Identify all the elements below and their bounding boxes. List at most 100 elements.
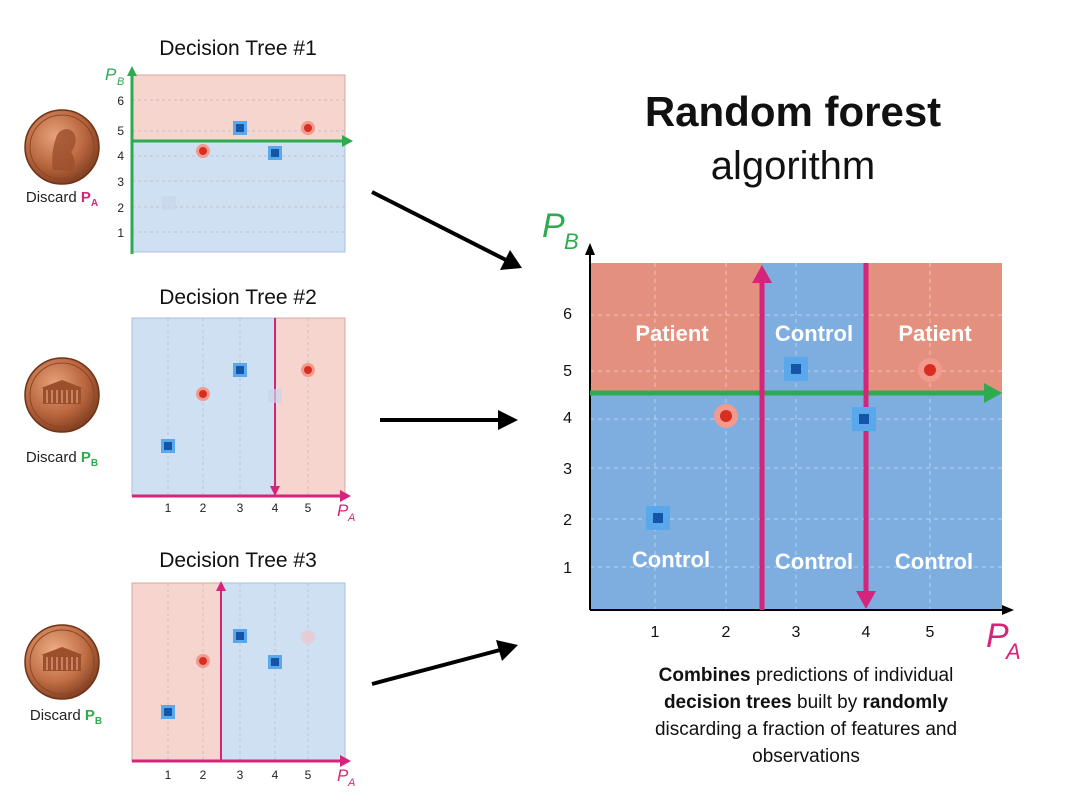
- split-arrowhead-magenta: [856, 591, 876, 609]
- y-axis-label: P: [105, 65, 117, 84]
- discard-text: Discard: [25, 449, 81, 466]
- tree-1-plot: P B 1 2 3 4 5 6: [105, 65, 353, 254]
- caption-line: discarding a fraction of features and: [654, 719, 958, 740]
- x-tick: 4: [862, 624, 871, 641]
- y-tick: 4: [563, 410, 572, 427]
- split-arrowhead-green: [984, 383, 1002, 403]
- y-tick: 6: [117, 94, 124, 108]
- patient-point-faded: [301, 630, 315, 644]
- x-tick: 3: [792, 624, 801, 641]
- caption-bold: Combines: [658, 665, 751, 686]
- y-tick: 6: [563, 306, 572, 323]
- split-arrowhead: [342, 135, 353, 147]
- discard-var: P: [84, 707, 95, 724]
- discard-var: P: [80, 189, 91, 206]
- discard-sub: B: [94, 716, 103, 727]
- tree-3-discard-label: Discard PB: [6, 707, 126, 727]
- y-tick: 3: [563, 461, 572, 478]
- x-axis-arrowhead: [1002, 605, 1014, 615]
- forest-plot: P B P A 1 2 3 4 5 6 1 2 3 4 5 Patient Co…: [542, 207, 1021, 664]
- y-axis-label: P: [542, 207, 565, 245]
- region-label: Patient: [898, 321, 972, 346]
- patient-region: [274, 317, 346, 497]
- region-label: Patient: [635, 321, 709, 346]
- tree-2-plot: P A 1 2 3 4 5: [131, 317, 355, 524]
- page-title: Random forest: [644, 88, 942, 135]
- region-label: Control: [895, 549, 973, 574]
- penny-memorial-icon: [24, 357, 100, 433]
- x-axis-arrowhead: [340, 755, 351, 767]
- x-tick: 1: [651, 624, 660, 641]
- caption: Combines predictions of individual decis…: [586, 662, 1026, 770]
- region-labels: Patient Control Patient Control Control …: [632, 321, 973, 574]
- y-axis-arrowhead: [127, 66, 137, 76]
- x-tick: 4: [272, 768, 279, 782]
- discard-text: Discard: [25, 189, 81, 206]
- y-tick: 1: [117, 226, 124, 240]
- split-arrowhead-magenta: [752, 265, 772, 283]
- x-tick: 1: [165, 768, 172, 782]
- y-tick: 1: [563, 560, 572, 577]
- control-region: [590, 393, 1002, 610]
- y-tick: 3: [117, 175, 124, 189]
- x-tick: 2: [722, 624, 731, 641]
- y-tick: 2: [563, 512, 572, 529]
- control-region: [131, 317, 276, 497]
- x-axis-sub: A: [347, 777, 355, 789]
- x-tick: 2: [200, 501, 207, 515]
- split-arrowhead: [270, 486, 280, 496]
- tree-3-plot: P A 1 2 3 4 5: [131, 581, 355, 789]
- y-ticks: 1 2 3 4 5 6: [117, 94, 124, 240]
- x-ticks: 1 2 3 4 5: [165, 501, 312, 515]
- caption-bold: randomly: [862, 692, 949, 713]
- discard-sub: B: [90, 458, 99, 469]
- x-axis-label: P: [337, 501, 349, 520]
- discard-sub: A: [90, 198, 99, 209]
- caption-line: decision trees built by randomly: [586, 689, 1026, 716]
- y-axis-sub: B: [564, 229, 579, 254]
- tree-2-discard-label: Discard PB: [2, 449, 122, 469]
- tree-3-title: Decision Tree #3: [159, 549, 317, 572]
- x-tick: 3: [237, 501, 244, 515]
- x-tick: 5: [305, 768, 312, 782]
- caption-line: Combines predictions of individual: [586, 662, 1026, 689]
- y-axis-arrowhead: [585, 243, 595, 255]
- arrows-group: [371, 190, 522, 686]
- tree-2-title: Decision Tree #2: [159, 286, 317, 309]
- x-axis-label: P: [986, 617, 1009, 655]
- y-axis-sub: B: [117, 76, 124, 88]
- black-arrow-icon: [371, 190, 522, 270]
- penny-lincoln-icon: [24, 109, 100, 185]
- control-point-faded: [162, 196, 176, 210]
- x-tick: 3: [237, 768, 244, 782]
- y-tick: 2: [117, 201, 124, 215]
- x-tick: 1: [165, 501, 172, 515]
- discard-text: Discard: [29, 707, 85, 724]
- penny-memorial-icon: [24, 624, 100, 700]
- y-ticks: 1 2 3 4 5 6: [563, 306, 572, 577]
- x-ticks: 1 2 3 4 5: [651, 624, 935, 641]
- x-axis-sub: A: [347, 512, 355, 524]
- x-tick: 5: [305, 501, 312, 515]
- x-tick: 4: [272, 501, 279, 515]
- caption-text: predictions of individual: [750, 665, 954, 686]
- split-arrowhead: [216, 581, 226, 591]
- x-ticks: 1 2 3 4 5: [165, 768, 312, 782]
- y-tick: 5: [563, 363, 572, 380]
- black-arrow-icon: [380, 410, 518, 430]
- y-tick: 4: [117, 149, 124, 163]
- patient-region: [131, 582, 222, 762]
- black-arrow-icon: [371, 640, 518, 686]
- discard-var: P: [80, 449, 91, 466]
- x-axis-label: P: [337, 766, 349, 785]
- caption-text: built by: [791, 692, 863, 713]
- control-region: [220, 582, 346, 762]
- x-tick: 5: [926, 624, 935, 641]
- x-axis-arrowhead: [340, 490, 351, 502]
- control-region: [762, 263, 866, 393]
- tree-1-title: Decision Tree #1: [159, 37, 317, 60]
- control-point-faded: [268, 389, 282, 403]
- x-axis-sub: A: [1004, 639, 1021, 664]
- region-label: Control: [775, 549, 853, 574]
- caption-bold: decision trees: [663, 692, 792, 713]
